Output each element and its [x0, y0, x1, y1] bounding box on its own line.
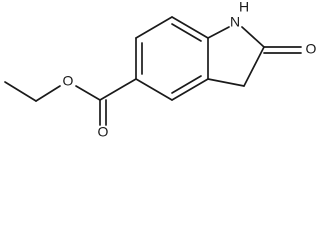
oxo-oxygen-label: O — [306, 41, 317, 57]
ester-carbonyl-oxygen-label: O — [98, 124, 109, 140]
ester-ether-oxygen-label: O — [63, 73, 74, 89]
benzene-ring — [135, 16, 209, 101]
ring-nitrogen-label: N — [230, 14, 240, 30]
ester-group — [4, 78, 137, 126]
ring-nitrogen-hydrogen-label: H — [239, 0, 249, 15]
lactam-ring — [207, 26, 302, 87]
indolinone-ester-structure: O N H O O — [4, 0, 317, 140]
